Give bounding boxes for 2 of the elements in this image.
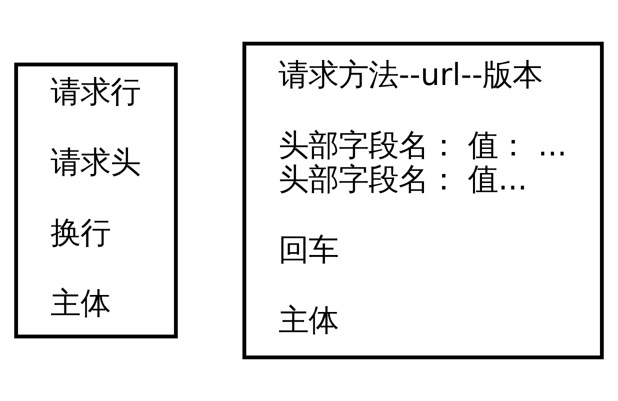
node-box: 请求方法--url--版本 头部字段名： 值： ... 头部字段名： 值... 回车 主体 <box>242 42 604 360</box>
node-box: 请求行 请求头 换行 主体 <box>14 62 178 338</box>
